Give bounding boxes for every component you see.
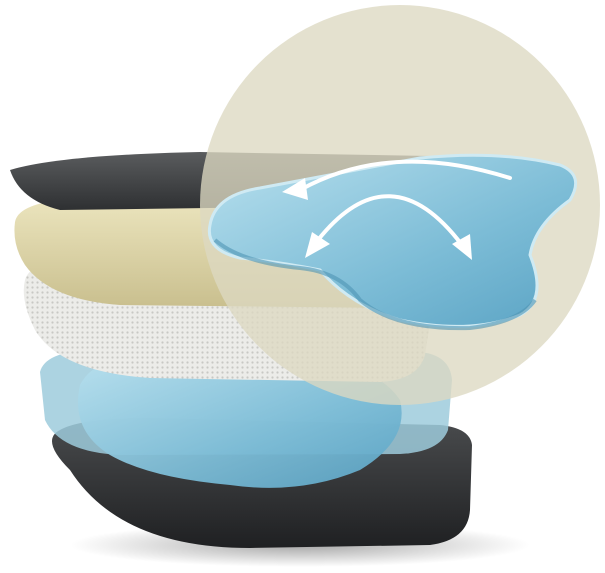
cushion-layers-illustration bbox=[0, 0, 605, 573]
